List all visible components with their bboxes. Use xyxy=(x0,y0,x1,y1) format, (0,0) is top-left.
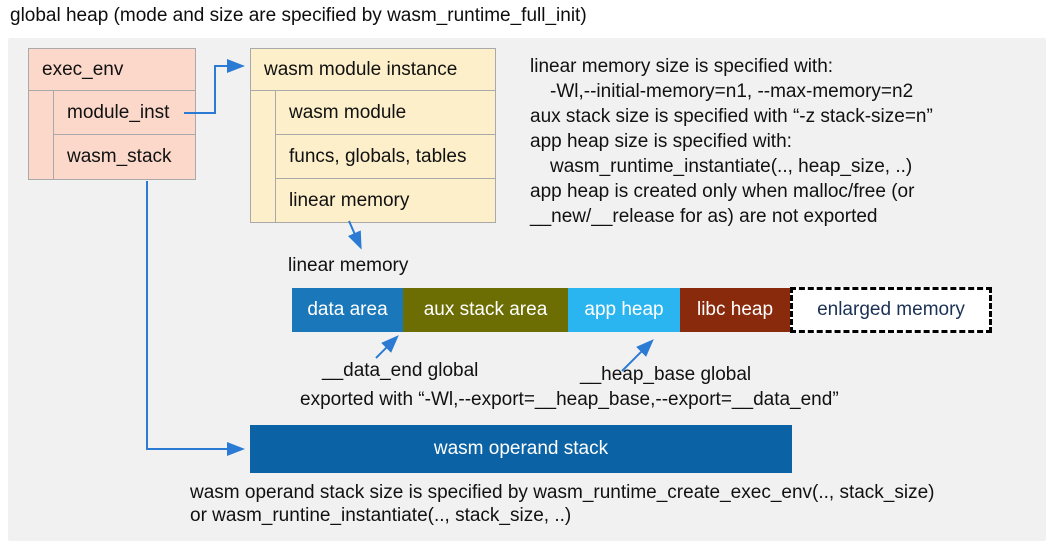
exec-env-field-module-inst: module_inst xyxy=(53,90,196,135)
operand-stack-notes: wasm operand stack size is specified by … xyxy=(190,481,935,527)
exec-env-field-wasm-stack: wasm_stack xyxy=(53,134,196,180)
module-instance-field-linear-memory: linear memory xyxy=(275,178,496,223)
note-line: or wasm_runtine_instantiate(.., stack_si… xyxy=(190,505,572,526)
note-line: __new/__release for as) are not exported xyxy=(530,206,878,227)
segment-enlarged-memory: enlarged memory xyxy=(790,287,992,333)
segment-libc-heap: libc heap xyxy=(680,288,790,332)
data-end-global-label: __data_end global xyxy=(322,360,479,381)
notes-right: linear memory size is specified with: -W… xyxy=(530,54,933,229)
module-instance-field-wasm-module: wasm module xyxy=(275,90,496,135)
note-line: -Wl,--initial-memory=n1, --max-memory=n2 xyxy=(550,81,914,102)
segment-app-heap: app heap xyxy=(568,288,680,332)
note-line: wasm_runtime_instantiate(.., heap_size, … xyxy=(550,156,913,177)
note-line: aux stack size is specified with “-z sta… xyxy=(530,106,933,127)
exec-env-title: exec_env xyxy=(29,49,195,91)
segment-aux-stack-area: aux stack area xyxy=(403,288,568,332)
diagram-title: global heap (mode and size are specified… xyxy=(10,5,587,26)
note-line: app heap size is specified with: xyxy=(530,131,792,152)
note-line: wasm operand stack size is specified by … xyxy=(190,482,935,503)
segment-data-area: data area xyxy=(292,288,403,332)
module-instance-field-funcs-globals-tables: funcs, globals, tables xyxy=(275,134,496,179)
wasm-operand-stack-box: wasm operand stack xyxy=(250,425,792,473)
module-instance-title: wasm module instance xyxy=(251,49,495,91)
exported-with-label: exported with “-Wl,--export=__heap_base,… xyxy=(300,389,839,410)
note-line: app heap is created only when malloc/fre… xyxy=(530,181,915,202)
heap-base-global-label: __heap_base global xyxy=(580,364,752,385)
linear-memory-label: linear memory xyxy=(288,255,409,276)
note-line: linear memory size is specified with: xyxy=(530,56,834,77)
